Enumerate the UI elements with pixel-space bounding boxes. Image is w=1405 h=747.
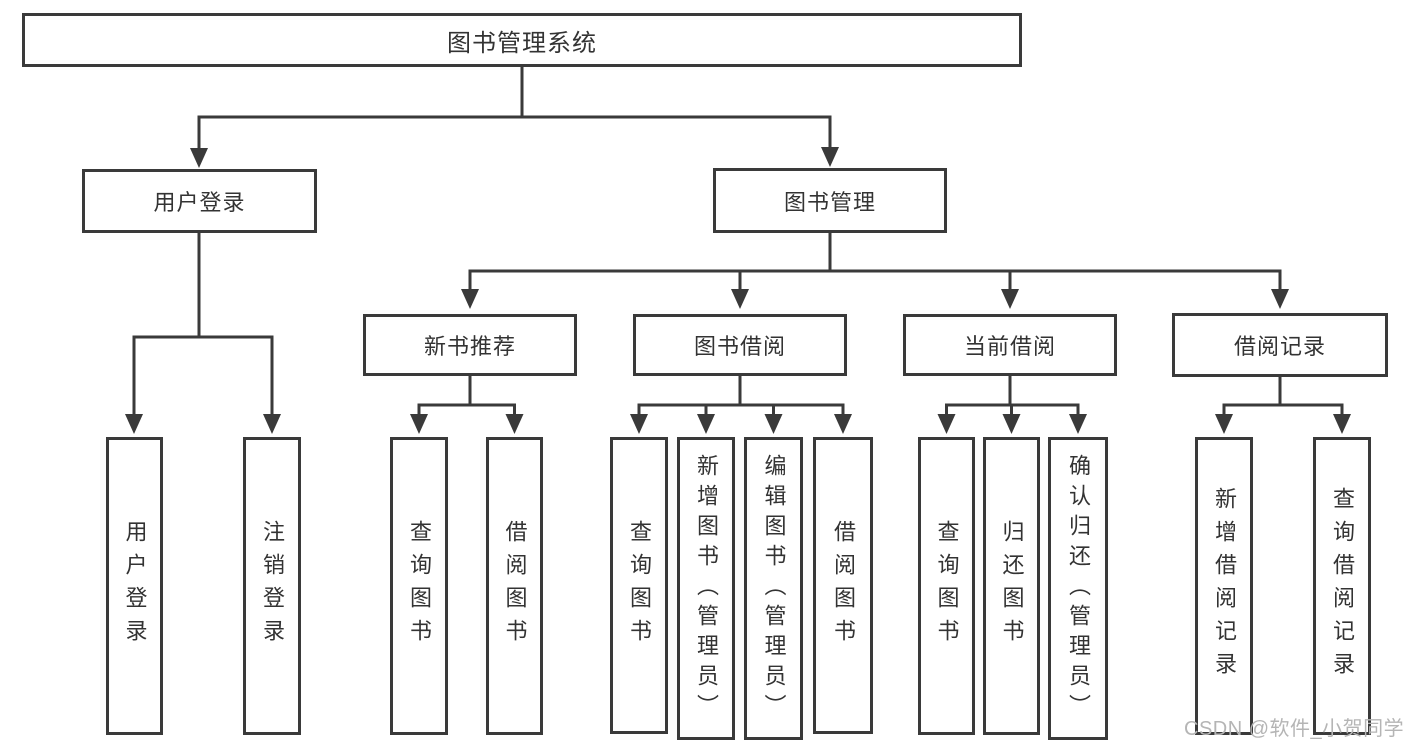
leaf-label: 查询图书: [407, 520, 432, 652]
leaf-query-books-3: 查询图书: [918, 437, 975, 735]
connector-user-login-to-leaves: [125, 233, 281, 434]
leaf-label: 查询图书: [934, 520, 960, 652]
leaf-label: 借阅图书: [831, 519, 856, 652]
node-book-borrow: 图书借阅: [633, 314, 847, 376]
leaf-user-login: 用户登录: [106, 437, 163, 735]
node-label: 图书借阅: [693, 334, 786, 359]
node-label: 当前借阅: [963, 334, 1056, 359]
node-borrow-records: 借阅记录: [1172, 313, 1388, 377]
leaf-label: 注销登录: [260, 520, 285, 652]
node-new-book-recommend: 新书推荐: [363, 314, 577, 376]
node-label: 图书管理: [783, 189, 876, 215]
leaf-add-book-admin: 新增图书（管理员）: [677, 437, 735, 740]
csdn-watermark: CSDN @软件_小贺同学: [1184, 718, 1405, 740]
leaf-label: 编辑图书（管理员）: [761, 453, 787, 724]
leaf-logout: 注销登录: [243, 437, 301, 735]
node-label: 借阅记录: [1233, 334, 1326, 359]
leaf-confirm-return-admin: 确认归还（管理员）: [1048, 437, 1108, 740]
connector-root-to-level2: [190, 66, 839, 168]
leaf-label: 查询借阅记录: [1330, 487, 1355, 685]
connector-book-mgmt-to-level3: [461, 233, 1289, 309]
leaf-edit-book-admin: 编辑图书（管理员）: [744, 437, 803, 740]
node-book-management: 图书管理: [713, 168, 947, 233]
leaf-add-borrow-record: 新增借阅记录: [1195, 437, 1253, 735]
leaf-label: 用户登录: [122, 520, 148, 652]
node-current-borrow: 当前借阅: [903, 314, 1117, 376]
leaf-label: 查询图书: [627, 519, 652, 652]
connector-book-borrow-to-leaves: [630, 376, 852, 434]
leaf-borrow-books-2: 借阅图书: [813, 437, 873, 734]
leaf-label: 归还图书: [999, 520, 1025, 652]
leaf-label: 确认归还（管理员）: [1066, 453, 1091, 724]
connector-borrow-records-to-leaves: [1215, 376, 1351, 434]
leaf-query-books-2: 查询图书: [610, 437, 668, 734]
connector-new-book-rec-to-leaves: [410, 376, 524, 434]
node-library-system: 图书管理系统: [22, 13, 1022, 67]
node-label: 图书管理系统: [447, 29, 597, 57]
node-label: 新书推荐: [423, 334, 516, 359]
leaf-label: 借阅图书: [502, 520, 528, 652]
leaf-label: 新增借阅记录: [1212, 487, 1237, 685]
leaf-return-books: 归还图书: [983, 437, 1040, 735]
node-user-login: 用户登录: [82, 169, 317, 233]
node-label: 用户登录: [153, 190, 246, 215]
leaf-label: 新增图书（管理员）: [694, 453, 719, 724]
leaf-query-books-1: 查询图书: [390, 437, 448, 735]
leaf-query-borrow-record: 查询借阅记录: [1313, 437, 1371, 735]
connector-current-borrow-to-leaves: [937, 376, 1087, 434]
leaf-borrow-books-1: 借阅图书: [486, 437, 543, 735]
